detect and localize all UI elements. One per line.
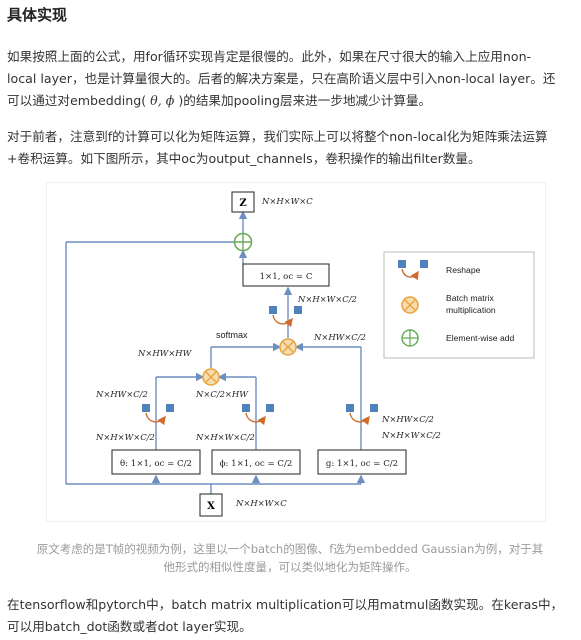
z-dim-label: N×H×W×C xyxy=(261,196,313,206)
matrix-line-2: +卷积运算。如下图所示，其中oc为output_channels，卷积操作的输出… xyxy=(7,151,481,166)
output-conv-label: 1×1, oc = C xyxy=(260,272,313,282)
z-output-box xyxy=(231,191,255,213)
g-conv-label: g: 1×1, oc = C/2 xyxy=(326,459,398,469)
non-local-block-diagram: Z N×H×W×C 1×1, oc = C N×H×W×C/2 softmax … xyxy=(45,181,547,523)
phi-conv-label: ϕ: 1×1, oc = C/2 xyxy=(220,459,293,469)
reshape-icon-top xyxy=(269,306,302,328)
impl-line-1: 在tensorflow和pytorch中，batch matrix multip… xyxy=(7,597,564,612)
legend-matmul-icon xyxy=(401,296,419,314)
g-input-dim: N×H×W×C/2 xyxy=(381,430,441,440)
batch-matmul-node-upper xyxy=(279,338,297,356)
theta-conv-label: θ: 1×1, oc = C/2 xyxy=(120,459,192,469)
reshape-icon-theta xyxy=(142,404,174,426)
phi-reshape-dim: N×C/2×HW xyxy=(195,389,249,399)
x-dim-label: N×H×W×C xyxy=(235,498,287,508)
right-mul-dim: N×HW×C/2 xyxy=(313,332,366,342)
legend-matmul-label-1: Batch matrix xyxy=(446,293,494,303)
intro-line-1: 如果按照上面的公式，用for循环实现肯定是很慢的。此外，如果在尺寸很大的输入上应… xyxy=(7,49,532,64)
output-conv-box xyxy=(242,263,330,287)
g-conv-box xyxy=(317,449,407,475)
theta-conv-dim: N×H×W×C/2 xyxy=(95,432,155,442)
x-input-box xyxy=(199,493,223,517)
softmax-label: softmax xyxy=(216,330,248,340)
z-label: Z xyxy=(239,198,246,209)
caption-line-1: 原文考虑的是T帧的视频为例，这里以一个batch的图像、f选为embedded … xyxy=(36,542,544,556)
section-heading: 具体实现 xyxy=(7,6,68,24)
intro-line-3a: 可以通过对embedding( xyxy=(7,93,147,108)
figure-caption: 原文考虑的是T帧的视频为例，这里以一个batch的图像、f选为embedded … xyxy=(20,540,560,576)
phi-conv-box xyxy=(211,449,301,475)
intro-line-2: local layer，也是计算量很大的。后者的解决方案是，只在高阶语义层中引入… xyxy=(7,71,556,86)
legend-add-label: Element-wise add xyxy=(446,333,515,343)
output-conv-dim: N×H×W×C/2 xyxy=(297,294,357,304)
legend-reshape-label: Reshape xyxy=(446,265,481,275)
connection-lines xyxy=(65,210,366,494)
caption-line-2: 他形式的相似性度量，可以类似地化为矩阵操作。 xyxy=(163,560,417,574)
legend-add-icon xyxy=(401,329,419,347)
hw-dim: N×HW×HW xyxy=(137,348,193,358)
matrix-line-1: 对于前者，注意到f的计算可以化为矩阵运算，我们实际上可以将整个non-local… xyxy=(7,129,548,144)
matrix-paragraph: 对于前者，注意到f的计算可以化为矩阵运算，我们实际上可以将整个non-local… xyxy=(7,126,569,170)
reshape-icon-g xyxy=(346,404,378,426)
element-wise-add-node xyxy=(233,232,253,252)
x-label: X xyxy=(207,501,215,512)
g-reshape-dim: N×HW×C/2 xyxy=(381,414,434,424)
legend-matmul-label-2: multiplication xyxy=(446,305,496,315)
reshape-icon-phi xyxy=(242,404,274,426)
diagram-svg: Z N×H×W×C 1×1, oc = C N×H×W×C/2 softmax … xyxy=(45,181,547,523)
impl-line-2: 可以用batch_dot函数或者dot layer实现。 xyxy=(7,619,252,634)
intro-line-3b: )的结果加pooling层来进一步地减少计算量。 xyxy=(178,93,432,108)
embedding-math: θ, ϕ xyxy=(150,93,175,108)
phi-conv-dim: N×H×W×C/2 xyxy=(195,432,255,442)
legend-reshape-icon xyxy=(398,260,428,281)
implementation-paragraph: 在tensorflow和pytorch中，batch matrix multip… xyxy=(7,594,569,638)
intro-paragraph: 如果按照上面的公式，用for循环实现肯定是很慢的。此外，如果在尺寸很大的输入上应… xyxy=(7,46,569,112)
batch-matmul-node-lower xyxy=(202,368,220,386)
theta-conv-box xyxy=(111,449,201,475)
theta-reshape-dim: N×HW×C/2 xyxy=(95,389,148,399)
